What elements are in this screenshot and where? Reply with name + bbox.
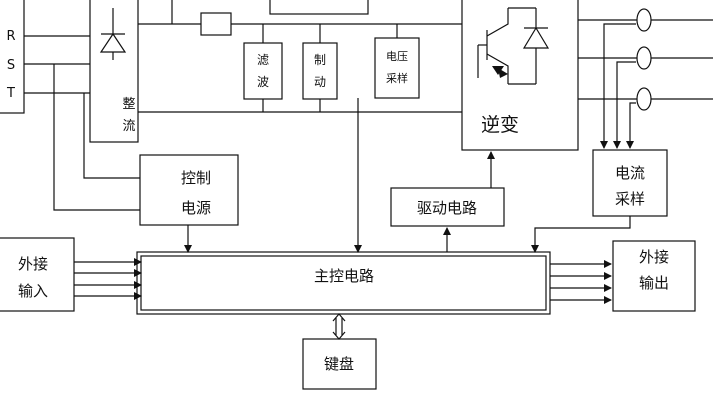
input-r-label: R	[6, 29, 15, 44]
keyboard-block: 键盘	[302, 338, 377, 390]
brake-label-line1: 制	[314, 53, 326, 67]
filter-label-line2: 波	[257, 75, 269, 89]
power-input-box: R S T	[0, 0, 25, 114]
drive-circuit-label: 驱动电路	[417, 199, 477, 217]
current-sensor-1	[636, 8, 652, 32]
current-sensor-3	[636, 87, 652, 111]
rectifier-block: 整 流	[89, 0, 139, 143]
control-power-feed-1	[53, 64, 140, 211]
input-t-label: T	[6, 86, 15, 101]
current-sensor-2	[636, 46, 652, 70]
drive-circuit-block: 驱动电路	[390, 187, 505, 227]
control-power-block: 控制 电源	[139, 154, 239, 226]
external-output-line1: 外接	[639, 248, 669, 266]
external-input-block: 外接 输入	[0, 237, 75, 312]
output-lines	[578, 8, 713, 149]
voltage-sampling-block: 电压 采样	[374, 24, 420, 99]
filter-label-line1: 滤	[257, 53, 269, 67]
main-control-label: 主控电路	[314, 267, 374, 285]
control-power-line1: 控制	[181, 169, 211, 187]
current-sampling-to-main-arrow	[531, 216, 631, 253]
external-output-block: 外接 输出	[612, 240, 696, 312]
control-power-line2: 电源	[181, 199, 211, 217]
main-control-block: 主控电路	[136, 251, 551, 315]
keyboard-label: 键盘	[324, 355, 354, 373]
external-input-arrows	[74, 258, 142, 300]
external-input-line1: 外接	[18, 255, 48, 273]
brake-label-line2: 动	[314, 75, 326, 89]
rectifier-label-top: 整	[122, 97, 135, 112]
voltage-sampling-line1: 电压	[386, 50, 408, 63]
top-partial-box	[269, 0, 369, 15]
fuse-component	[200, 12, 232, 36]
brake-block: 制 动	[302, 24, 338, 112]
control-power-feed-2	[83, 93, 140, 179]
inverter-block: 逆变	[461, 0, 579, 151]
external-input-line2: 输入	[18, 282, 48, 300]
igbt-icon	[477, 7, 550, 85]
current-sampling-block: 电流 采样	[592, 149, 668, 217]
rectifier-label-bottom: 流	[122, 119, 135, 134]
input-s-label: S	[7, 58, 15, 73]
keyboard-bidirectional-arrow	[332, 313, 346, 340]
external-output-line2: 输出	[639, 274, 669, 292]
current-sampling-line2: 采样	[615, 190, 645, 208]
inverter-label: 逆变	[481, 114, 519, 136]
current-sampling-line1: 电流	[615, 164, 645, 182]
filter-block: 滤 波	[243, 24, 283, 112]
voltage-sampling-line2: 采样	[386, 71, 408, 85]
diode-icon	[99, 8, 127, 60]
external-output-arrows	[550, 260, 612, 304]
